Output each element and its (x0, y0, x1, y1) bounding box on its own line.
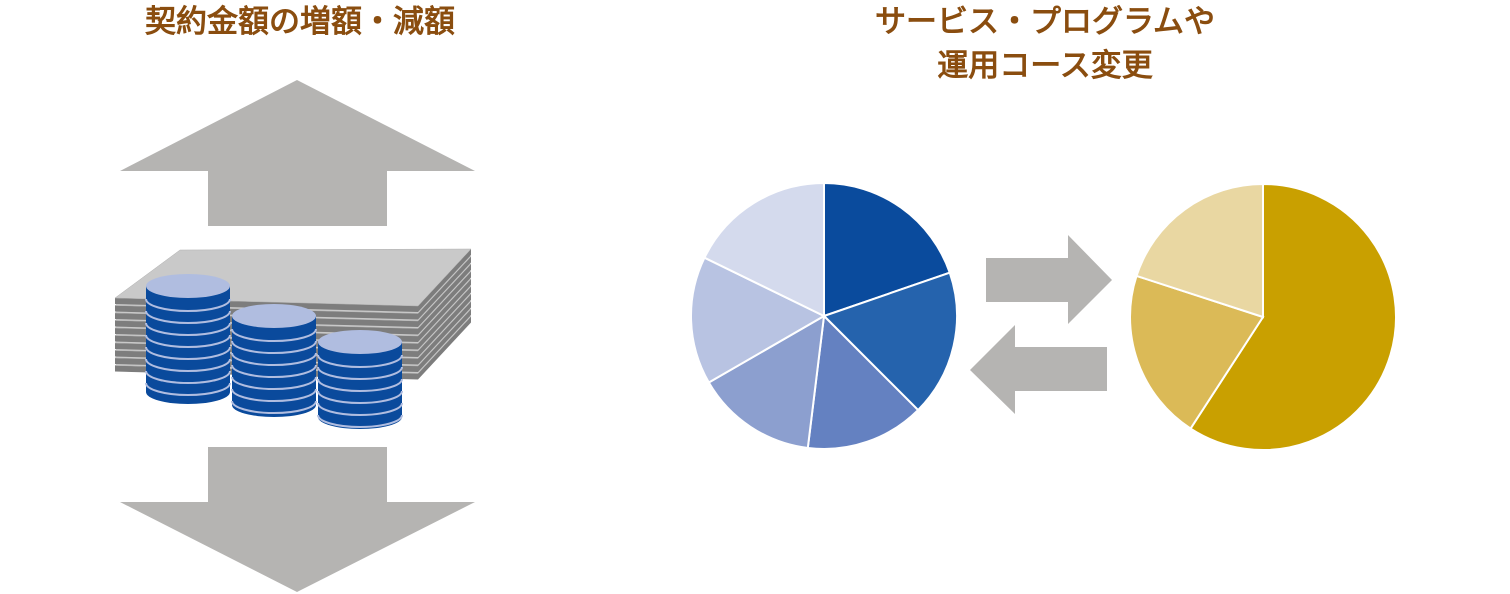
coin-stack (232, 304, 316, 417)
coin-top (318, 330, 402, 354)
coin-top (232, 304, 316, 328)
arrow-right-icon (986, 235, 1112, 324)
pie-chart-gold-icon (1130, 184, 1396, 450)
coin-top (146, 274, 230, 298)
arrow-left-icon (970, 325, 1107, 414)
coin-stack-body (146, 286, 230, 404)
arrow-up-icon (120, 80, 475, 226)
arrow-down-icon (120, 447, 475, 592)
coin-stack (146, 274, 230, 404)
coin-stack (318, 330, 402, 429)
pie-chart-blue-icon (691, 183, 957, 449)
